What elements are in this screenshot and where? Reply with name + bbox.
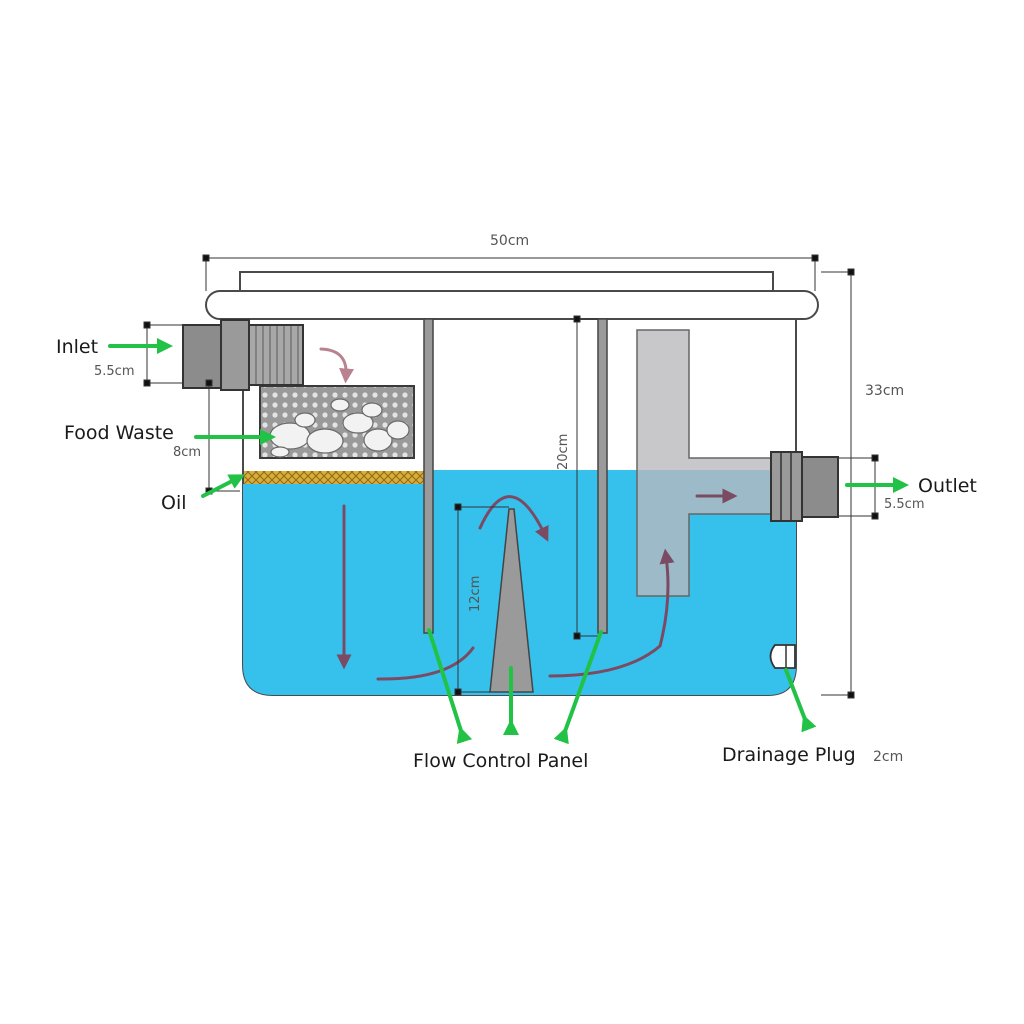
label-pointers	[108, 338, 909, 745]
oil-label: Oil	[161, 492, 187, 514]
height-label: 33cm	[865, 383, 904, 399]
inlet-label: Inlet	[56, 336, 98, 358]
drainage-plug	[769, 644, 796, 669]
inlet-size-label: 5.5cm	[94, 364, 135, 379]
inlet-pipe	[182, 319, 304, 391]
baffle-height-label: 20cm	[556, 434, 571, 470]
outlet-size-label: 5.5cm	[884, 497, 925, 512]
food-waste-pieces	[269, 398, 410, 458]
outlet-pipe	[770, 451, 839, 522]
outlet-label: Outlet	[918, 475, 977, 497]
dimension-lines	[143, 254, 879, 699]
oil-layer	[244, 471, 424, 484]
flow-control-panel-left	[423, 318, 434, 634]
flow-arrows	[319, 347, 738, 681]
drainage-plug-label: Drainage Plug	[722, 744, 856, 766]
plug-size-label: 2cm	[873, 749, 903, 765]
cone-height-label: 12cm	[468, 576, 483, 612]
food-waste-label: Food Waste	[64, 422, 174, 444]
flow-control-panel-right	[597, 318, 608, 634]
flow-control-cone	[489, 508, 534, 693]
flow-control-panel-label: Flow Control Panel	[413, 750, 588, 772]
basket-depth-label: 8cm	[173, 445, 201, 460]
tank-lid	[205, 290, 819, 320]
width-label: 50cm	[490, 233, 529, 249]
lid-handle	[239, 271, 774, 292]
